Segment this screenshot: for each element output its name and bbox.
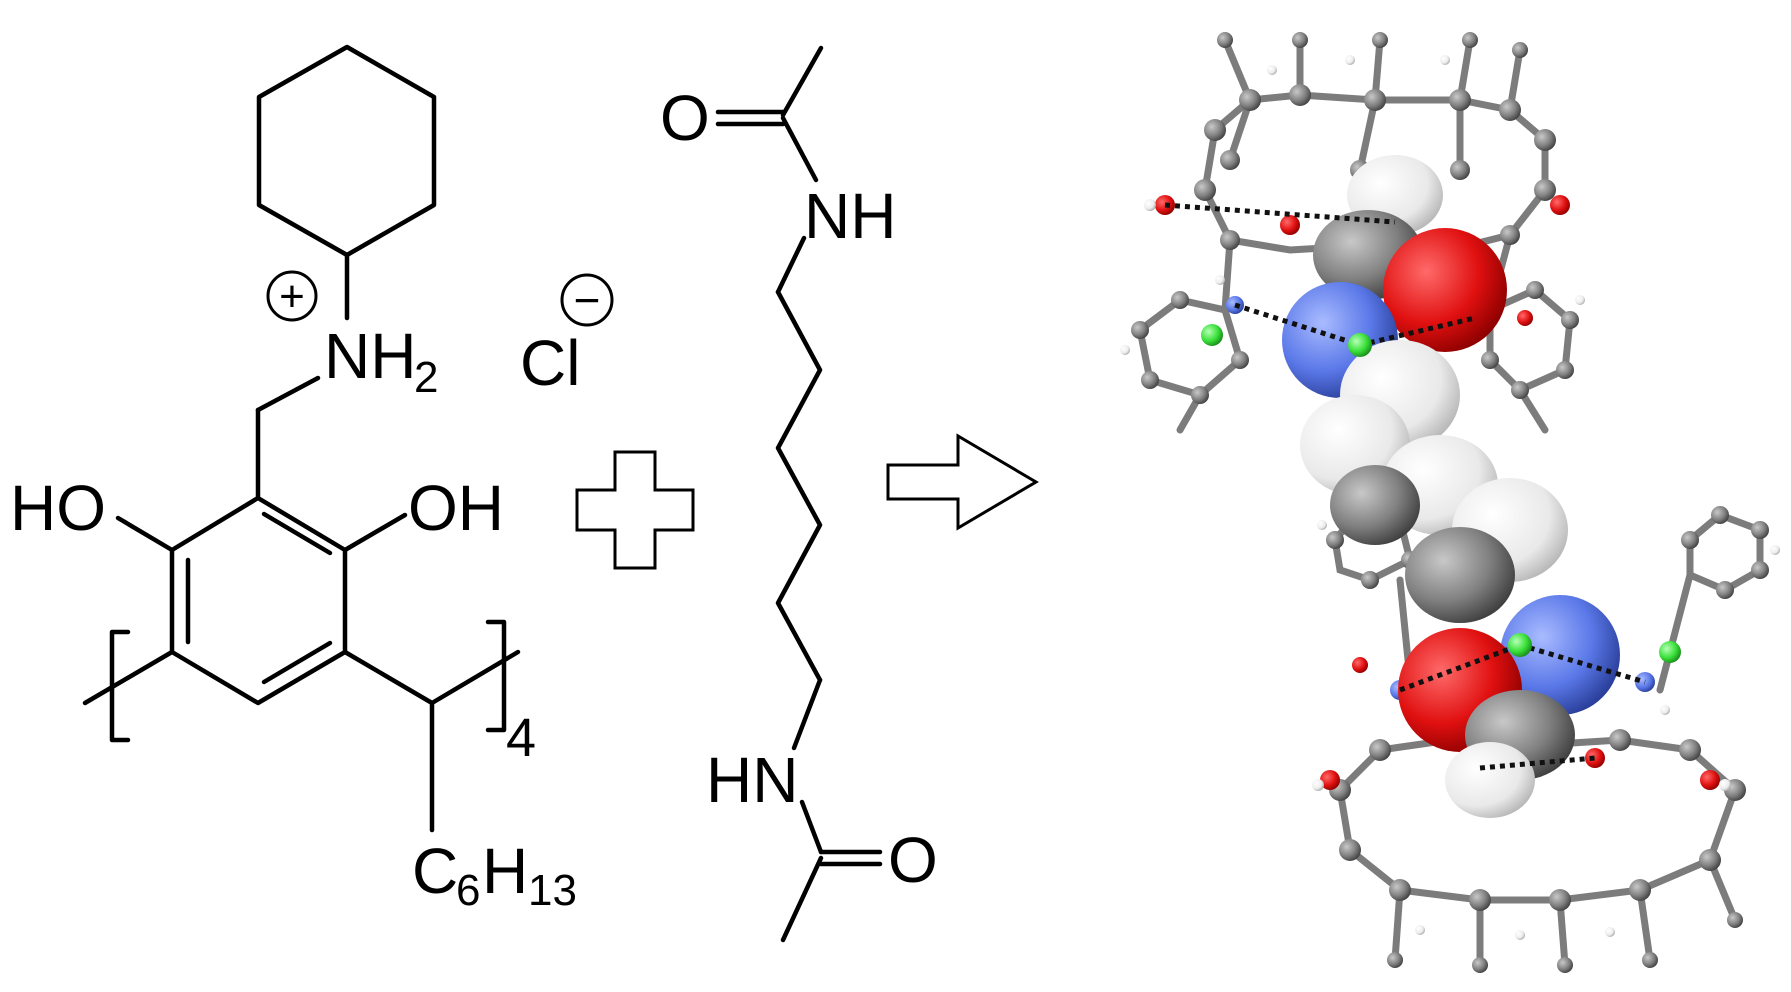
chloride-counterion: Cl − [520, 273, 614, 399]
amide-top-label: NH [804, 180, 896, 252]
diacetamide-molecule: O NH HN O [660, 45, 938, 943]
ammonium-linkage-bonds [255, 252, 350, 501]
hydroxyl-left-label: HO [10, 472, 106, 544]
diacetamide-bonds [715, 45, 883, 943]
chloride-label: Cl [520, 327, 580, 399]
repeat-brackets [109, 619, 507, 743]
outlined-right-arrow-icon [886, 433, 1039, 531]
positive-charge-sign: + [279, 272, 305, 321]
substituent-bonds [82, 512, 521, 833]
ammonium-label: NH [324, 320, 416, 392]
alkyl-carbon: C [412, 835, 458, 907]
repeat-count-label: 4 [506, 708, 536, 768]
alkyl-hydrogen: H [482, 835, 528, 907]
carbonyl-top-label: O [660, 82, 710, 154]
ammonium-subscript: 2 [414, 353, 438, 402]
alkyl-hydrogen-subscript: 13 [528, 866, 577, 915]
carbonyl-bottom-label: O [888, 824, 938, 896]
hydroxyl-right-label: OH [408, 472, 504, 544]
crystal-structure-model [1120, 32, 1780, 973]
negative-charge-icon: − [560, 273, 614, 327]
cyclohexyl-ring [256, 44, 437, 258]
aromatic-ring [169, 495, 348, 706]
outlined-cross-icon [575, 450, 695, 570]
positive-charge-icon: + [266, 270, 318, 322]
chloride-ions [1201, 324, 1681, 663]
negative-charge-sign: − [574, 274, 601, 326]
hydrogen-bonds [1164, 202, 1646, 771]
alkyl-carbon-subscript: 6 [456, 866, 480, 915]
guest-space-filling-model [1282, 155, 1620, 818]
alkyl-chain-label: C 6 H 13 [412, 835, 577, 915]
resorcinarene-monomer: HO OH NH 2 + 4 C 6 H 13 [10, 44, 577, 915]
amide-bottom-label: HN [706, 744, 798, 816]
